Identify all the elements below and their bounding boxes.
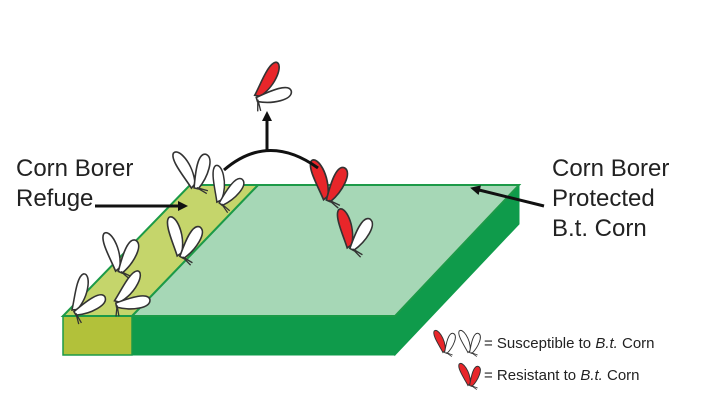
mating-arc [223,149,319,172]
refuge-side-front [62,315,133,356]
moth-icon [212,164,245,214]
protected-label-line3: B.t. Corn [552,215,647,242]
moth-icon [253,61,293,112]
moth-icon [458,329,481,357]
moth-icon [458,362,481,390]
moth-icon [433,329,456,357]
protected-label-line2: Protected [552,185,655,212]
legend-susceptible-bt: B.t. [595,335,618,352]
legend-susceptible: = Susceptible to B.t. Corn [484,335,655,352]
moth-icon [113,270,151,317]
protected-label: Corn Borer Protected B.t. Corn [552,154,669,244]
legend-susceptible-prefix: = Susceptible to [484,335,596,352]
refuge-label-line1: Corn Borer [16,155,134,182]
protected-arrow-icon [470,185,545,208]
moth-icon [166,216,204,266]
refuge-label-line2: Refuge [16,185,94,212]
moth-icon [309,159,349,209]
protected-label-line1: Corn Borer [552,155,670,182]
refuge-label: Corn Borer Refuge [16,154,133,214]
moth-group [70,61,481,390]
legend-resistant-suffix: Corn [602,367,640,384]
moth-icon [336,208,374,258]
moth-icon [70,273,107,325]
moth-icon [102,231,140,280]
legend-resistant-prefix: = Resistant to [484,367,581,384]
bt-field-side-front [131,315,396,356]
refuge-top [60,184,261,317]
legend-susceptible-suffix: Corn [617,335,655,352]
moth-icon [172,151,211,195]
legend-resistant: = Resistant to B.t. Corn [484,367,640,384]
legend-resistant-bt: B.t. [580,367,603,384]
